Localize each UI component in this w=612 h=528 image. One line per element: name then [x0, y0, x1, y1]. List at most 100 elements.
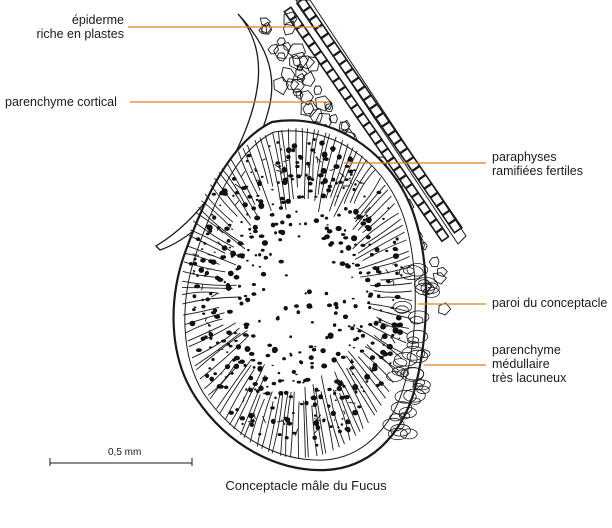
antheridium: [348, 210, 352, 214]
antheridium: [202, 313, 205, 315]
antheridium: [293, 144, 296, 146]
antheridium: [248, 228, 251, 231]
antheridium: [379, 318, 382, 322]
antheridium: [279, 260, 284, 264]
antheridium: [298, 235, 301, 237]
antheridium: [394, 264, 397, 267]
antheridium: [327, 388, 331, 391]
antheridium: [391, 334, 394, 337]
antheridium: [284, 417, 289, 420]
antheridium: [246, 160, 249, 162]
antheridium: [323, 168, 325, 170]
antheridium: [319, 140, 325, 145]
cortical-cell: [439, 303, 451, 315]
antheridium: [370, 355, 375, 360]
antheridium: [235, 191, 239, 194]
antheridium: [200, 258, 206, 263]
antheridium: [234, 332, 237, 335]
paraphysis-branch: [255, 180, 260, 181]
label-epiderme-line2: riche en plastes: [20, 27, 124, 41]
antheridium: [314, 414, 317, 416]
antheridium: [334, 302, 339, 307]
antheridium: [281, 167, 287, 172]
antheridium: [291, 178, 294, 180]
antheridium: [245, 298, 248, 301]
antheridium: [243, 333, 249, 336]
antheridium: [234, 340, 238, 342]
antheridium: [387, 207, 390, 209]
antheridium: [278, 391, 283, 396]
antheridium: [327, 303, 332, 307]
antheridium: [294, 304, 299, 308]
antheridium: [353, 188, 356, 191]
antheridium: [307, 142, 310, 145]
antheridium: [281, 380, 284, 382]
antheridium: [216, 226, 220, 229]
antheridium: [251, 206, 256, 210]
antheridium: [271, 189, 273, 191]
antheridium: [295, 374, 298, 376]
antheridium: [224, 281, 226, 283]
antheridium: [279, 197, 284, 201]
antheridium: [333, 164, 339, 169]
antheridium: [341, 418, 343, 420]
antheridium: [375, 266, 380, 270]
antheridium: [284, 306, 288, 311]
antheridium: [254, 388, 256, 390]
antheridium: [282, 180, 288, 186]
cortical-cell: [437, 267, 447, 276]
antheridium: [271, 419, 276, 424]
antheridium: [209, 337, 212, 340]
label-epiderme: épiderme riche en plastes: [20, 13, 124, 41]
antheridium: [350, 174, 353, 176]
antheridium: [395, 295, 401, 299]
antheridium: [300, 403, 303, 406]
antheridium: [193, 262, 197, 266]
antheridium: [275, 161, 280, 165]
antheridium: [311, 321, 314, 324]
antheridium: [395, 272, 399, 276]
antheridium: [253, 366, 256, 369]
antheridium: [284, 391, 288, 395]
antheridium: [311, 396, 317, 401]
antheridium: [288, 174, 293, 178]
antheridium: [336, 380, 341, 383]
antheridium: [289, 223, 293, 226]
antheridium: [304, 222, 307, 225]
antheridium: [282, 357, 286, 360]
antheridium: [251, 419, 255, 423]
antheridium: [366, 235, 371, 239]
antheridium: [299, 156, 304, 160]
antheridium: [206, 297, 210, 301]
antheridium: [343, 236, 348, 239]
conceptacle-outer-wall: [174, 120, 427, 470]
antheridium: [371, 342, 375, 345]
antheridium: [313, 420, 319, 426]
antheridium: [304, 401, 308, 406]
antheridium: [390, 337, 392, 339]
antheridium: [224, 227, 230, 231]
antheridium: [247, 195, 252, 198]
antheridium: [328, 333, 334, 339]
antheridium: [240, 360, 245, 364]
antheridium: [330, 146, 336, 151]
antheridium: [337, 386, 342, 391]
antheridium: [320, 214, 324, 217]
antheridium: [250, 172, 252, 173]
antheridium: [209, 292, 212, 295]
antheridium: [222, 245, 228, 250]
cortical-cell: [303, 104, 314, 114]
antheridium: [261, 176, 264, 178]
antheridium: [252, 264, 254, 266]
antheridium: [216, 342, 219, 345]
antheridium: [385, 250, 388, 252]
antheridium: [286, 147, 292, 153]
antheridium: [322, 158, 324, 160]
antheridium: [366, 290, 368, 292]
antheridium: [325, 292, 329, 296]
antheridium: [206, 233, 210, 236]
antheridium: [289, 353, 291, 355]
antheridium: [366, 215, 368, 217]
antheridium: [258, 181, 261, 183]
antheridium: [363, 219, 367, 221]
